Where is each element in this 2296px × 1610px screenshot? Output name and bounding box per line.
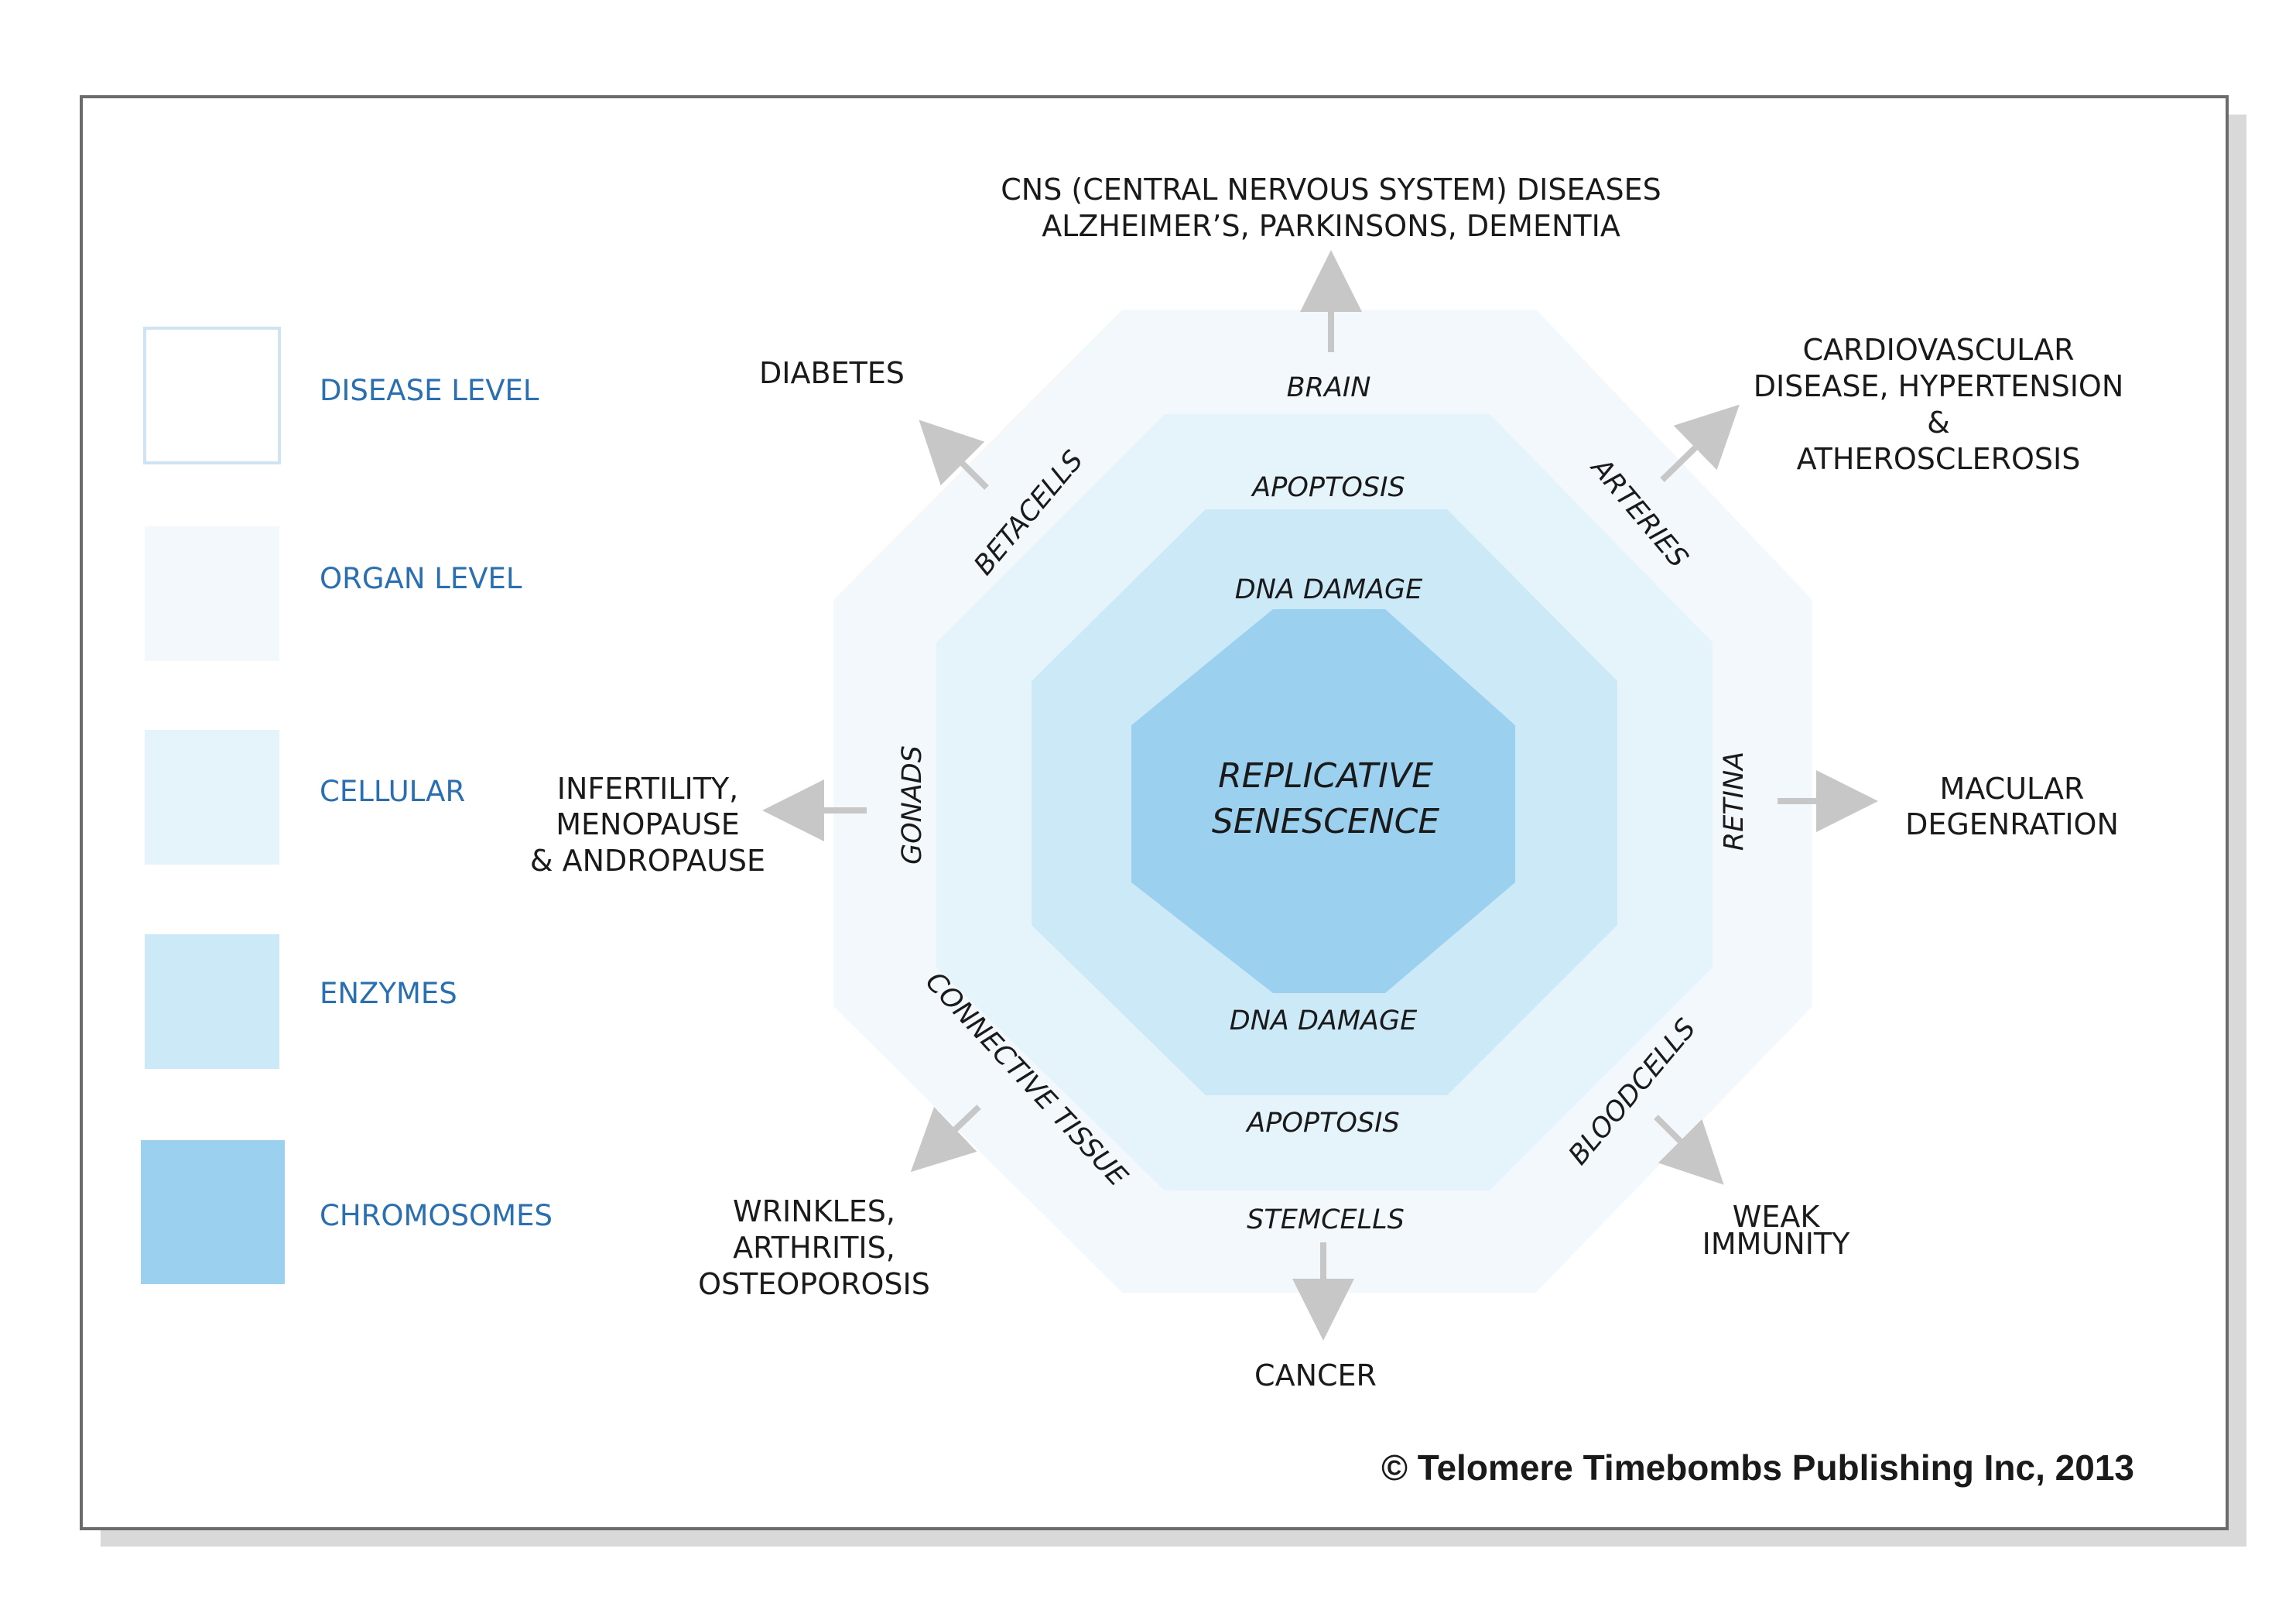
legend-label-enzymes: ENZYMES <box>320 977 457 1010</box>
disease-cns-line2: ALZHEIMER’S, PARKINSONS, DEMENTIA <box>1042 209 1620 243</box>
disease-macular-line2: DEGENRATION <box>1905 807 2119 841</box>
arrow-arteries <box>1660 404 1740 482</box>
disease-labels: CNS (CENTRAL NERVOUS SYSTEM) DISEASES AL… <box>530 173 2123 1392</box>
disease-cardio-line4: ATHEROSCLEROSIS <box>1797 442 2081 476</box>
disease-wrinkles-line1: WRINKLES, <box>733 1194 895 1228</box>
enzymes-label-top: DNA DAMAGE <box>1235 574 1423 605</box>
center-label-line1: REPLICATIVE <box>1218 756 1433 796</box>
legend-label-disease-level: DISEASE LEVEL <box>320 374 539 407</box>
disease-infertility-line1: INFERTILITY, <box>557 772 738 806</box>
disease-macular-line1: MACULAR <box>1940 772 2085 806</box>
legend-label-cellular: CELLULAR <box>320 775 465 808</box>
disease-infertility-line3: & ANDROPAUSE <box>530 844 765 878</box>
arrow-bloodcells <box>1654 1115 1724 1185</box>
cellular-label-bottom: APOPTOSIS <box>1245 1108 1399 1139</box>
arrows <box>762 250 1878 1341</box>
arrow-betacells <box>919 420 989 490</box>
disease-cardio-line3: & <box>1927 406 1950 440</box>
organ-label-retina: RETINA <box>1719 752 1750 851</box>
legend-swatch-organ-level <box>145 526 279 661</box>
copyright-notice: © Telomere Timebombs Publishing Inc, 201… <box>1381 1447 2134 1488</box>
legend-swatch-disease-level <box>143 327 281 464</box>
legend-label-organ-level: ORGAN LEVEL <box>320 562 522 595</box>
disease-immunity-line2: IMMUNITY <box>1702 1227 1850 1261</box>
chromosomes-octagon <box>1131 609 1515 993</box>
organ-label-stemcells: STEMCELLS <box>1247 1204 1405 1235</box>
disease-infertility-line2: MENOPAUSE <box>556 807 740 841</box>
disease-immunity-line1: WEAK <box>1733 1200 1821 1234</box>
disease-cardio-line2: DISEASE, HYPERTENSION <box>1754 369 2124 403</box>
center-label-line2: SENESCENCE <box>1212 802 1440 841</box>
legend-swatch-enzymes <box>145 934 279 1069</box>
arrow-connective <box>910 1105 981 1173</box>
legend: DISEASE LEVEL ORGAN LEVEL CELLULAR ENZYM… <box>141 327 553 1284</box>
cellular-label-top: APOPTOSIS <box>1251 472 1405 503</box>
legend-swatch-cellular <box>145 730 279 865</box>
disease-cancer: CANCER <box>1254 1358 1377 1392</box>
organ-label-gonads: GONADS <box>897 745 928 865</box>
legend-label-chromosomes: CHROMOSOMES <box>320 1199 553 1232</box>
organ-label-brain: BRAIN <box>1287 372 1371 403</box>
disease-wrinkles-line2: ARTHRITIS, <box>733 1231 895 1265</box>
disease-diabetes: DIABETES <box>759 356 905 390</box>
disease-cns-line1: CNS (CENTRAL NERVOUS SYSTEM) DISEASES <box>1001 173 1661 207</box>
disease-wrinkles-line3: OSTEOPOROSIS <box>698 1267 930 1301</box>
enzymes-label-bottom: DNA DAMAGE <box>1230 1005 1418 1036</box>
legend-swatch-chromosomes <box>141 1140 285 1284</box>
disease-cardio-line1: CARDIOVASCULAR <box>1802 333 2074 367</box>
